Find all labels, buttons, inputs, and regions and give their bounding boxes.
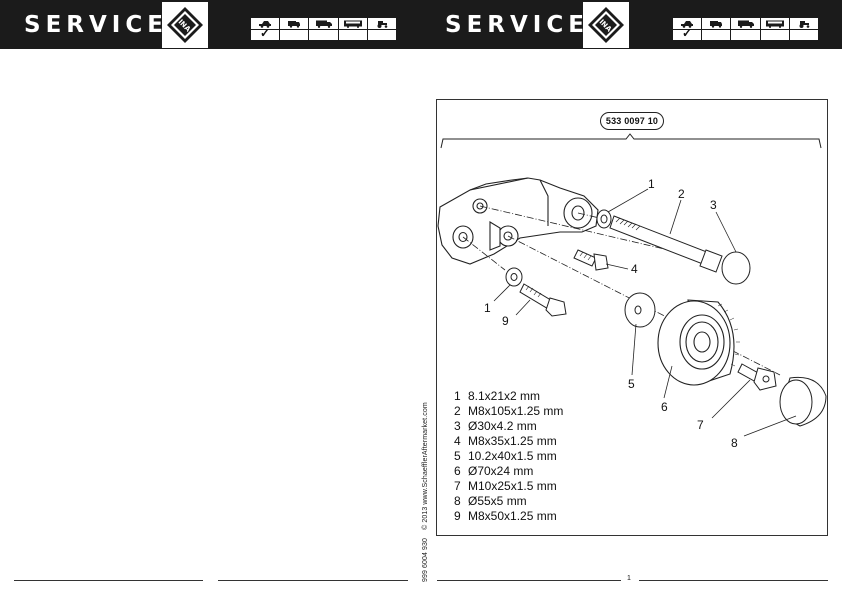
callout-9: 9 bbox=[502, 314, 509, 328]
truck-cell bbox=[731, 18, 761, 40]
checkmark-icon: ✓ bbox=[260, 26, 271, 40]
van-icon bbox=[288, 21, 301, 28]
washer-1-lower bbox=[505, 267, 523, 287]
header-right: SERVICE INA ✓ bbox=[421, 0, 842, 49]
mounting-bracket bbox=[437, 177, 599, 265]
callout-5: 5 bbox=[628, 377, 635, 391]
bus-cell bbox=[338, 18, 368, 40]
van-cell bbox=[702, 18, 732, 40]
callout-6: 6 bbox=[661, 400, 668, 414]
footer-rule bbox=[639, 580, 828, 581]
header-left: SERVICE INA ✓ bbox=[0, 0, 421, 49]
bolt-7 bbox=[737, 363, 777, 391]
document-number: 999 6004 930 bbox=[422, 537, 429, 582]
document-meta-vertical: 999 6004 930 © 2013 www.SchaefflerAfterm… bbox=[422, 396, 429, 582]
car-icon bbox=[681, 21, 694, 28]
callout-1-top: 1 bbox=[648, 177, 655, 191]
kit-bracket bbox=[440, 133, 822, 149]
truck-icon bbox=[315, 20, 332, 28]
ina-logo: INA bbox=[162, 1, 208, 48]
page-number: 1 bbox=[627, 575, 631, 582]
footer-rule bbox=[218, 580, 408, 581]
bolt-4 bbox=[573, 249, 609, 271]
service-title: SERVICE bbox=[24, 11, 168, 38]
callout-2: 2 bbox=[678, 187, 685, 201]
footer-rule bbox=[437, 580, 621, 581]
cap-3 bbox=[721, 251, 751, 285]
bolt-9 bbox=[519, 283, 567, 317]
washer-1-top bbox=[596, 209, 612, 229]
ina-logo-icon: INA bbox=[167, 6, 203, 43]
truck-cell bbox=[309, 18, 339, 40]
bus-icon bbox=[765, 20, 784, 28]
bus-cell bbox=[760, 18, 790, 40]
callout-7: 7 bbox=[697, 418, 704, 432]
vehicle-type-strip: ✓ bbox=[673, 18, 819, 40]
leader-lines bbox=[493, 188, 797, 437]
tractor-cell bbox=[789, 18, 819, 40]
tractor-cell bbox=[367, 18, 397, 40]
ina-logo: INA bbox=[583, 1, 629, 48]
checkmark-icon: ✓ bbox=[682, 26, 693, 40]
cap-8 bbox=[779, 376, 827, 427]
service-title: SERVICE bbox=[445, 11, 589, 38]
washer-5 bbox=[624, 292, 656, 328]
bus-icon bbox=[343, 20, 362, 28]
vehicle-type-strip: ✓ bbox=[251, 18, 397, 40]
callout-8: 8 bbox=[731, 436, 738, 450]
car-icon bbox=[259, 21, 272, 28]
car-cell: ✓ bbox=[673, 18, 703, 40]
callout-1-lower: 1 bbox=[484, 301, 491, 315]
callout-3: 3 bbox=[710, 198, 717, 212]
callout-4: 4 bbox=[631, 262, 638, 276]
ina-logo-icon: INA bbox=[588, 6, 624, 43]
footer-rule bbox=[14, 580, 203, 581]
car-cell: ✓ bbox=[251, 18, 281, 40]
van-icon bbox=[710, 21, 723, 28]
tractor-icon bbox=[377, 21, 388, 28]
bolt-2 bbox=[609, 215, 723, 273]
copyright-text: © 2013 www.SchaefflerAftermarket.com bbox=[422, 402, 429, 530]
diagram-frame bbox=[436, 99, 828, 536]
tractor-icon bbox=[799, 21, 810, 28]
kit-part-number: 533 0097 10 bbox=[600, 112, 664, 130]
truck-icon bbox=[737, 20, 754, 28]
pulley-6 bbox=[657, 299, 740, 386]
van-cell bbox=[280, 18, 310, 40]
